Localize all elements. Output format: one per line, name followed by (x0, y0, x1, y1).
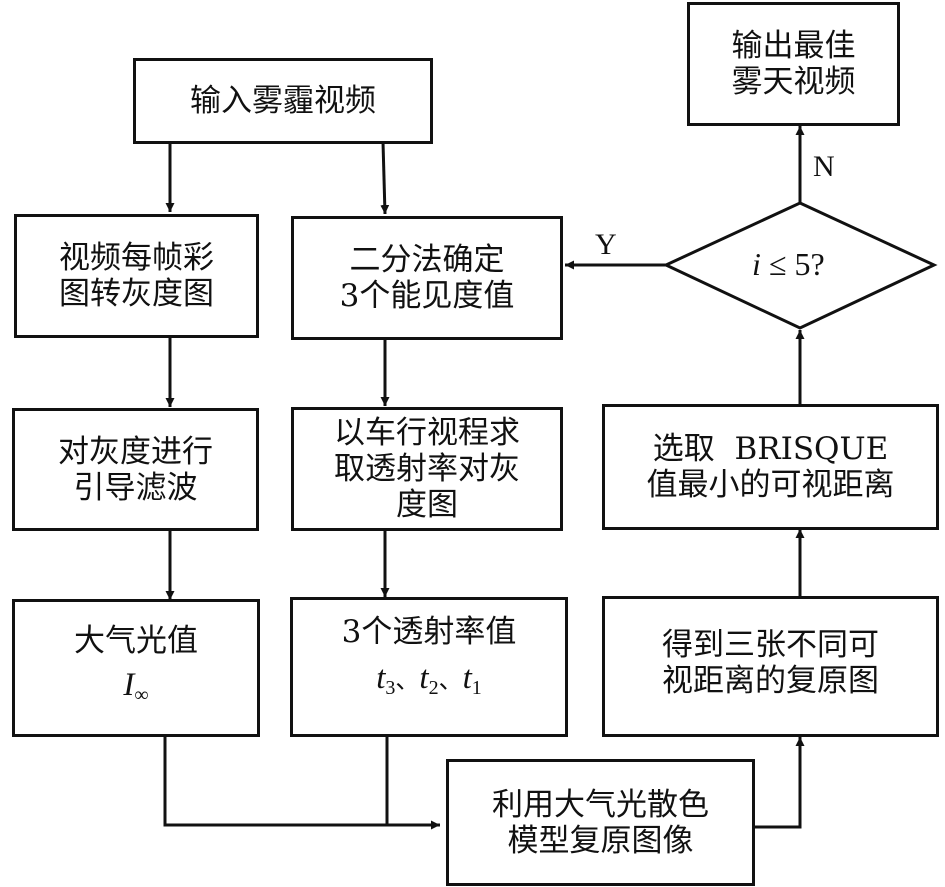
node-three-restored: 得到三张不同可 视距离的复原图 (602, 596, 939, 737)
node-text: 值最小的可视距离 (646, 467, 895, 503)
node-text: 雾天视频 (731, 64, 856, 100)
node-frame-to-gray: 视频每帧彩 图转灰度图 (14, 214, 259, 338)
edge-label-no: N (813, 150, 835, 183)
arrow-input-to-bisect (380, 141, 390, 215)
node-text: 对灰度进行 (58, 433, 213, 470)
node-text: 度图 (396, 487, 458, 523)
node-text: 引导滤波 (73, 469, 198, 506)
node-text: 选取 BRISQUE (652, 431, 889, 467)
decision-diamond (662, 201, 938, 330)
node-text: 3个能见度值 (339, 278, 515, 314)
node-text: 3个透射率值 (341, 614, 517, 650)
node-select-brisque: 选取 BRISQUE 值最小的可视距离 (602, 404, 939, 530)
node-text: 视距离的复原图 (662, 662, 879, 699)
node-text: 输入雾霾视频 (190, 83, 376, 119)
node-text: 模型复原图像 (507, 822, 694, 859)
node-text: 得到三张不同可 (662, 626, 879, 663)
arrow-atmos-to-restore (163, 736, 440, 830)
node-text: 二分法确定 (349, 242, 505, 278)
node-output-video: 输出最佳 雾天视频 (687, 2, 900, 126)
node-text: 以车行视程求 (334, 415, 520, 451)
node-text: 图转灰度图 (59, 276, 214, 312)
node-transmission-values: 3个透射率值 t3、t2、t1 (290, 597, 568, 737)
node-input-video: 输入雾霾视频 (133, 58, 433, 144)
node-text: 大气光值 (74, 623, 198, 659)
node-text: 取透射率对灰 (334, 451, 520, 487)
decision-condition: i ≤ 5? (752, 246, 825, 282)
edge-label-yes: Y (595, 228, 617, 261)
node-text: 利用大气光散色 (492, 786, 709, 823)
transmission-symbols: t3、t2、t1 (376, 660, 482, 699)
node-atmospheric-light: 大气光值 I∞ (12, 599, 260, 737)
atmospheric-light-symbol: I∞ (123, 667, 149, 706)
arrow-restore-to-three (754, 737, 805, 829)
node-transmission-map: 以车行视程求 取透射率对灰 度图 (291, 407, 563, 531)
node-text: 输出最佳 (731, 28, 856, 64)
node-text: 视频每帧彩 (59, 240, 214, 276)
node-guided-filter: 对灰度进行 引导滤波 (12, 408, 259, 531)
node-bisection-visibility: 二分法确定 3个能见度值 (291, 216, 563, 340)
node-restore-image: 利用大气光散色 模型复原图像 (446, 759, 755, 886)
